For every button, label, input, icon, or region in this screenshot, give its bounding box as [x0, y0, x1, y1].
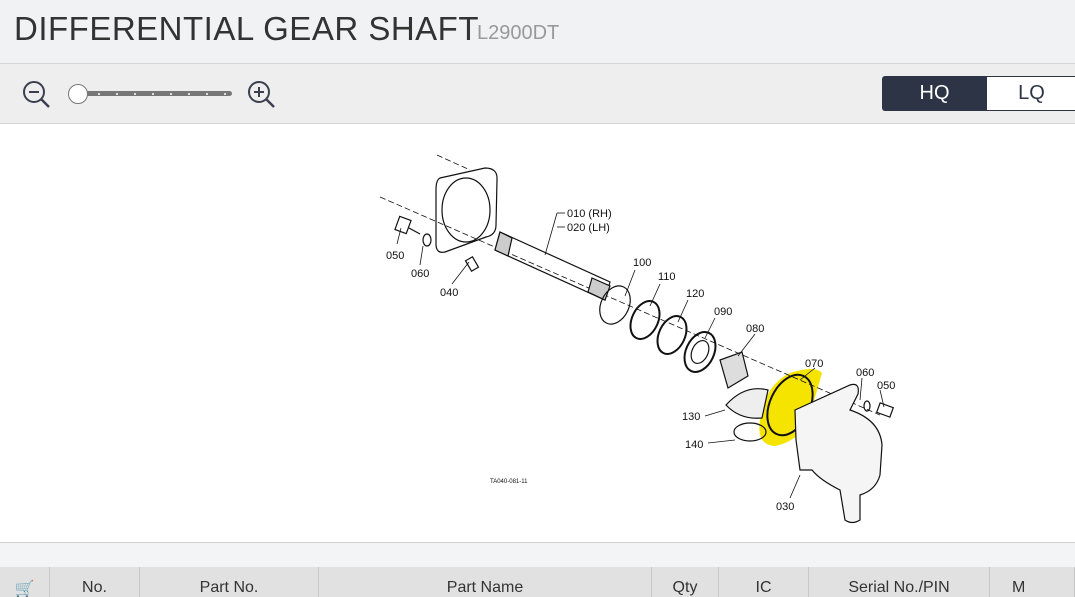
callout-050-right[interactable]: 050	[877, 380, 895, 392]
zoom-slider-thumb[interactable]	[68, 84, 88, 104]
callout-130[interactable]: 130	[682, 411, 700, 423]
divider-band	[0, 542, 1075, 568]
callout-080[interactable]: 080	[746, 323, 764, 335]
callout-090[interactable]: 090	[714, 306, 732, 318]
ring-110	[629, 300, 661, 340]
col-part-no[interactable]: Part No.	[140, 567, 319, 597]
seal-140	[733, 422, 767, 442]
bolt-050-left	[394, 215, 421, 235]
circlip-100	[599, 285, 631, 325]
zoom-in-icon[interactable]	[245, 78, 277, 110]
callout-140[interactable]: 140	[685, 439, 703, 451]
exploded-diagram: 010 (RH) 020 (LH) 050 060 040 100 110 12…	[379, 154, 895, 524]
col-qty[interactable]: Qty	[652, 567, 719, 597]
parts-table-header: 🛒 No. Part No. Part Name Qty IC Serial N…	[0, 567, 1075, 597]
drawing-code: TA040-081-11	[490, 479, 528, 485]
page-title: DIFFERENTIAL GEAR SHAFT	[14, 10, 479, 47]
callout-040[interactable]: 040	[440, 287, 458, 299]
callout-010[interactable]: 010 (RH)	[567, 208, 612, 220]
zoom-out-icon[interactable]	[20, 78, 52, 110]
callout-120[interactable]: 120	[686, 288, 704, 300]
lq-button[interactable]: LQ	[987, 76, 1075, 111]
highlight-070	[759, 369, 822, 446]
model-label: L2900DT	[477, 22, 560, 44]
housing-030	[794, 383, 883, 524]
hq-button[interactable]: HQ	[882, 76, 987, 111]
bearing-090	[683, 331, 717, 373]
gear-080	[719, 351, 749, 389]
callout-030[interactable]: 030	[776, 501, 794, 513]
cart-icon[interactable]: 🛒	[0, 567, 50, 597]
callout-020[interactable]: 020 (LH)	[567, 222, 610, 234]
callout-060-right[interactable]: 060	[856, 367, 874, 379]
callout-110[interactable]: 110	[658, 271, 676, 283]
parts-diagram-canvas[interactable]: 010 (RH) 020 (LH) 050 060 040 100 110 12…	[0, 124, 1075, 541]
col-ic[interactable]: IC	[719, 567, 809, 597]
callout-050[interactable]: 050	[386, 250, 404, 262]
gear-130	[725, 388, 769, 419]
col-part-name[interactable]: Part Name	[319, 567, 652, 597]
col-no[interactable]: No.	[50, 567, 140, 597]
quality-toggle: HQ LQ	[882, 76, 1075, 111]
callout-100[interactable]: 100	[633, 257, 651, 269]
col-serial[interactable]: Serial No./PIN	[809, 567, 990, 597]
col-memo[interactable]: M	[990, 567, 1075, 597]
callout-070[interactable]: 070	[805, 358, 823, 370]
zoom-slider-track[interactable]	[76, 91, 232, 96]
callout-060[interactable]: 060	[411, 268, 429, 280]
flange-plate	[435, 167, 498, 253]
zoom-slider[interactable]	[68, 84, 232, 104]
page-header: DIFFERENTIAL GEAR SHAFT L2900DT	[0, 0, 1075, 64]
